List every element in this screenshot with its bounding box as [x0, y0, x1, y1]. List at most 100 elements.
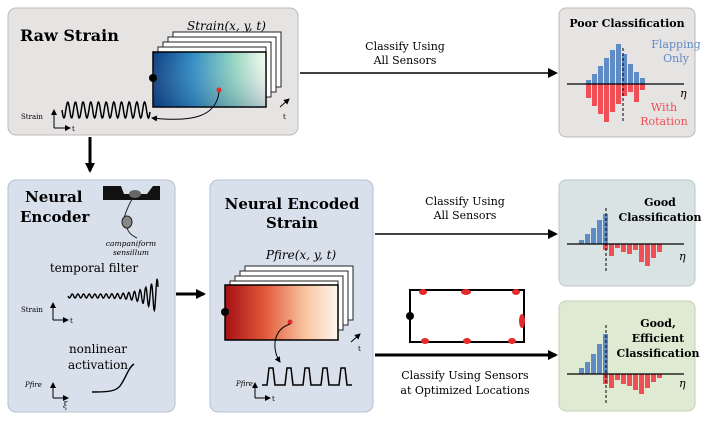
histogram-bar-down [651, 374, 656, 382]
efficient-line1: Good, [640, 317, 676, 330]
histogram-bar-down [639, 244, 644, 262]
optimized-sensor-layout [406, 289, 525, 344]
arrow-label-classify-opt-a: Classify Using Sensors [401, 369, 529, 382]
raw-strain-field-label: Strain(x, y, t) [187, 19, 266, 33]
encoded-field-heatmap [224, 284, 339, 341]
temporal-filter-plot: Strain t [21, 278, 159, 325]
raw-strain-panel: Raw Strain Strain(x, y, t) t Strain t [7, 7, 299, 136]
good-line2: Classification [618, 211, 701, 224]
histogram-bar-down [598, 84, 603, 114]
histogram-bar-down [627, 374, 632, 386]
histogram-bar-up [616, 44, 621, 84]
histogram-bar-down [645, 374, 650, 388]
histogram-bar-up [604, 58, 609, 84]
histogram-bar-up [585, 362, 590, 374]
histogram-bar-down [640, 84, 645, 90]
poor-title: Poor Classification [569, 17, 684, 30]
poor-classification-panel: Poor Classification Flapping Only With R… [558, 7, 701, 138]
histogram-bar-down [621, 374, 626, 384]
raw-strain-title: Raw Strain [20, 26, 119, 45]
svg-text:Strain: Strain [21, 306, 43, 314]
encoder-title-2: Encoder [20, 208, 91, 226]
svg-text:t: t [70, 317, 73, 325]
histogram-bar-up [591, 354, 596, 374]
histogram-bar-up [579, 368, 584, 374]
histogram-bar-down [616, 84, 621, 104]
activation-label-2: activation [68, 358, 128, 372]
histogram-bar-down [633, 244, 638, 250]
histogram-bar-up [592, 74, 597, 84]
histogram-bar-up [586, 80, 591, 84]
histogram-bar-down [627, 244, 632, 254]
histogram-bar-up [598, 66, 603, 84]
encoded-frame-stack: t [221, 265, 361, 353]
raw-strain-readout-arrow [151, 91, 220, 122]
arrow-label-classify-all-2b: All Sensors [433, 209, 497, 222]
svg-text:η: η [679, 377, 686, 390]
good-classification-panel: Good Classification η [558, 179, 702, 287]
raw-strain-wing-root-dot [149, 74, 157, 82]
histogram-bar-up [591, 228, 596, 244]
efficient-histogram [579, 334, 662, 394]
campaniform-sensillum-icon [103, 186, 160, 239]
efficient-classification-panel: Good, Efficient Classification η [558, 300, 700, 412]
encoded-title-1: Neural Encoded [225, 195, 360, 213]
histogram-bar-down [592, 84, 597, 106]
histogram-bar-down [610, 84, 615, 112]
encoder-title-1: Neural [25, 188, 83, 206]
histogram-bar-down [657, 374, 662, 378]
histogram-bar-down [628, 84, 633, 92]
histogram-bar-down [603, 244, 608, 250]
sensor-label-1: campaniform [106, 239, 156, 248]
poor-flapping-line1: Flapping [651, 38, 700, 51]
sensor-label-2: sensillum [113, 248, 149, 257]
histogram-bar-down [609, 244, 614, 256]
svg-text:Pfire: Pfire [24, 381, 42, 389]
histogram-bar-down [651, 244, 656, 258]
histogram-bar-down [657, 244, 662, 252]
good-line1: Good [644, 196, 676, 209]
histogram-bar-down [639, 374, 644, 394]
histogram-bar-up [603, 334, 608, 374]
histogram-bar-down [622, 84, 627, 96]
poor-flapping-line2: Only [663, 52, 690, 65]
activation-label-1: nonlinear [69, 342, 127, 356]
svg-text:t: t [272, 395, 275, 403]
svg-text:η: η [680, 87, 687, 100]
neural-encoded-strain-panel: Neural Encoded Strain Pfire(x, y, t) t P… [209, 179, 374, 413]
activation-plot: Pfire ξ [24, 363, 135, 410]
poor-histogram [586, 44, 645, 122]
histogram-bar-down [603, 374, 608, 384]
histogram-bar-up [634, 72, 639, 84]
encoded-title-2: Strain [266, 214, 318, 232]
encoded-field-label: Pfire(x, y, t) [265, 248, 337, 262]
histogram-bar-down [615, 244, 620, 248]
histogram-bar-down [633, 374, 638, 390]
svg-text:Pfire: Pfire [235, 380, 253, 388]
neural-encoder-panel: Neural Encoder campaniform sensillum tem… [7, 179, 176, 413]
efficient-line3: Classification [616, 347, 699, 360]
arrow-label-classify-all-2a: Classify Using [425, 195, 505, 208]
raw-strain-trace: Strain t [21, 100, 151, 133]
histogram-bar-up [597, 344, 602, 374]
svg-text:η: η [679, 250, 686, 263]
histogram-bar-down [615, 374, 620, 380]
histogram-bar-up [585, 234, 590, 244]
arrow-label-classify-all-1b: All Sensors [373, 54, 437, 67]
histogram-bar-down [609, 374, 614, 388]
raw-strain-frame-stack: t [149, 31, 290, 121]
svg-text:ξ: ξ [63, 401, 68, 410]
histogram-bar-up [622, 54, 627, 84]
raw-strain-sensor-dot [216, 87, 222, 93]
spike-train-plot: Pfire t [235, 367, 352, 403]
svg-text:Strain: Strain [21, 113, 43, 121]
svg-text:t: t [283, 113, 286, 121]
histogram-bar-down [586, 84, 591, 98]
histogram-bar-up [579, 240, 584, 244]
temporal-filter-label: temporal filter [50, 261, 139, 275]
histogram-bar-down [604, 84, 609, 122]
efficient-line2: Efficient [632, 332, 685, 345]
histogram-bar-up [628, 64, 633, 84]
arrow-label-classify-opt-b: at Optimized Locations [400, 384, 530, 397]
